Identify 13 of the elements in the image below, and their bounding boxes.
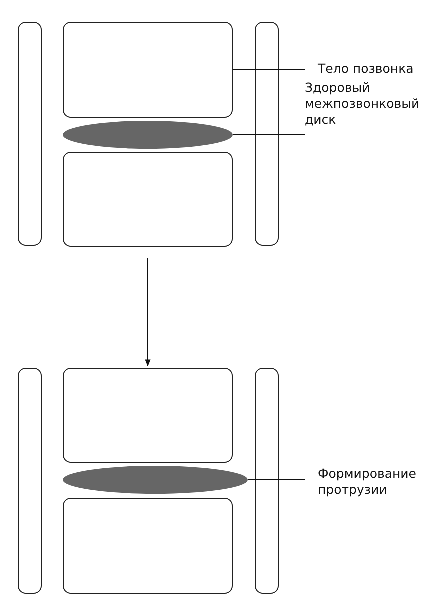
arrow	[145, 258, 151, 367]
rounded-bar	[255, 368, 279, 594]
callout-label: Формирование протрузии	[318, 466, 438, 498]
leader-line	[232, 134, 306, 136]
vertebral-body	[63, 22, 233, 118]
rounded-bar	[255, 22, 279, 246]
rounded-bar	[18, 368, 42, 594]
callout-label: Здоровый межпозвонковый диск	[305, 80, 420, 128]
vertebral-body	[63, 152, 233, 247]
vertebral-body	[63, 368, 233, 463]
callout-label: Тело позвонка	[318, 61, 438, 77]
vertebral-body	[63, 498, 233, 594]
rounded-bar	[18, 22, 42, 246]
